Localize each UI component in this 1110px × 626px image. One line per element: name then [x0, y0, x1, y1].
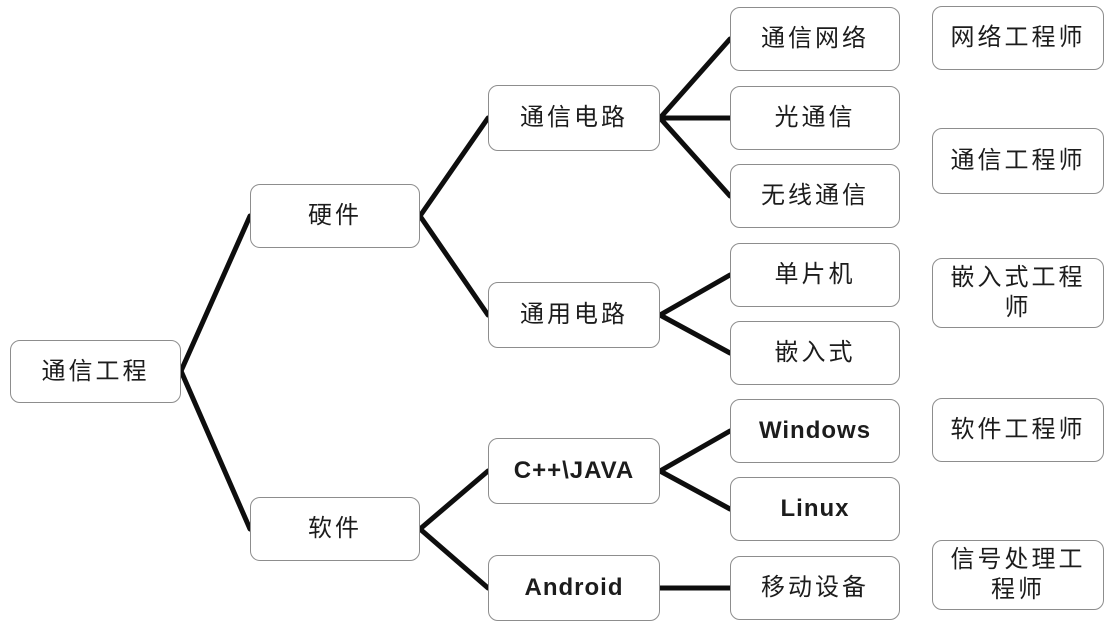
- connector-cpp-java-linux: [657, 468, 733, 512]
- connector-hardware-general-circuit: [417, 213, 491, 318]
- node-general-circuit-label: 通用电路: [520, 301, 628, 328]
- connector-root-software: [178, 368, 253, 532]
- node-linux[interactable]: Linux: [730, 477, 900, 541]
- node-optical-comm-label: 光通信: [774, 104, 856, 131]
- connector-software-android: [417, 526, 491, 591]
- node-mobile-device-label: 移动设备: [761, 574, 869, 601]
- career-network-engineer[interactable]: 网络工程师: [932, 6, 1104, 70]
- career-communication-engineer-label: 通信工程师: [950, 147, 1086, 174]
- node-linux-label: Linux: [780, 495, 850, 522]
- node-comm-network[interactable]: 通信网络: [730, 7, 900, 71]
- node-wireless-comm[interactable]: 无线通信: [730, 164, 900, 228]
- node-software[interactable]: 软件: [250, 497, 420, 561]
- connector-root-hardware: [178, 213, 253, 374]
- career-signal-processing-engineer-label: 信号处理工程师: [950, 546, 1086, 603]
- node-comm-circuit-label: 通信电路: [520, 104, 628, 131]
- connector-comm-circuit-comm-network: [657, 36, 733, 121]
- node-mcu[interactable]: 单片机: [730, 243, 900, 307]
- connector-software-cpp-java: [417, 468, 491, 532]
- node-optical-comm[interactable]: 光通信: [730, 86, 900, 150]
- node-comm-circuit[interactable]: 通信电路: [488, 85, 660, 151]
- node-hardware-label: 硬件: [308, 202, 362, 229]
- node-windows-label: Windows: [758, 417, 872, 444]
- node-mobile-device[interactable]: 移动设备: [730, 556, 900, 620]
- career-signal-processing-engineer[interactable]: 信号处理工程师: [932, 540, 1104, 610]
- node-software-label: 软件: [308, 515, 362, 542]
- node-root-label: 通信工程: [41, 357, 150, 385]
- node-root[interactable]: 通信工程: [10, 340, 181, 403]
- node-cpp-java[interactable]: C++\JAVA: [488, 438, 660, 504]
- node-android-label: Android: [524, 574, 624, 601]
- node-general-circuit[interactable]: 通用电路: [488, 282, 660, 348]
- connector-comm-circuit-wireless: [657, 115, 733, 199]
- connector-general-circuit-embedded: [657, 312, 733, 356]
- connector-hardware-comm-circuit: [417, 115, 491, 219]
- career-network-engineer-label: 网络工程师: [950, 24, 1086, 51]
- node-windows[interactable]: Windows: [730, 399, 900, 463]
- connector-general-circuit-mcu: [657, 272, 733, 318]
- career-embedded-engineer-label: 嵌入式工程师: [950, 264, 1086, 321]
- career-embedded-engineer[interactable]: 嵌入式工程师: [932, 258, 1104, 328]
- node-cpp-java-label: C++\JAVA: [513, 457, 635, 484]
- node-wireless-comm-label: 无线通信: [761, 182, 869, 209]
- career-software-engineer-label: 软件工程师: [950, 416, 1086, 443]
- node-android[interactable]: Android: [488, 555, 660, 621]
- node-embedded[interactable]: 嵌入式: [730, 321, 900, 385]
- node-embedded-label: 嵌入式: [774, 339, 856, 366]
- career-software-engineer[interactable]: 软件工程师: [932, 398, 1104, 462]
- node-mcu-label: 单片机: [774, 261, 856, 288]
- node-hardware[interactable]: 硬件: [250, 184, 420, 248]
- node-comm-network-label: 通信网络: [761, 25, 869, 52]
- connector-cpp-java-windows: [657, 428, 733, 474]
- career-communication-engineer[interactable]: 通信工程师: [932, 128, 1104, 194]
